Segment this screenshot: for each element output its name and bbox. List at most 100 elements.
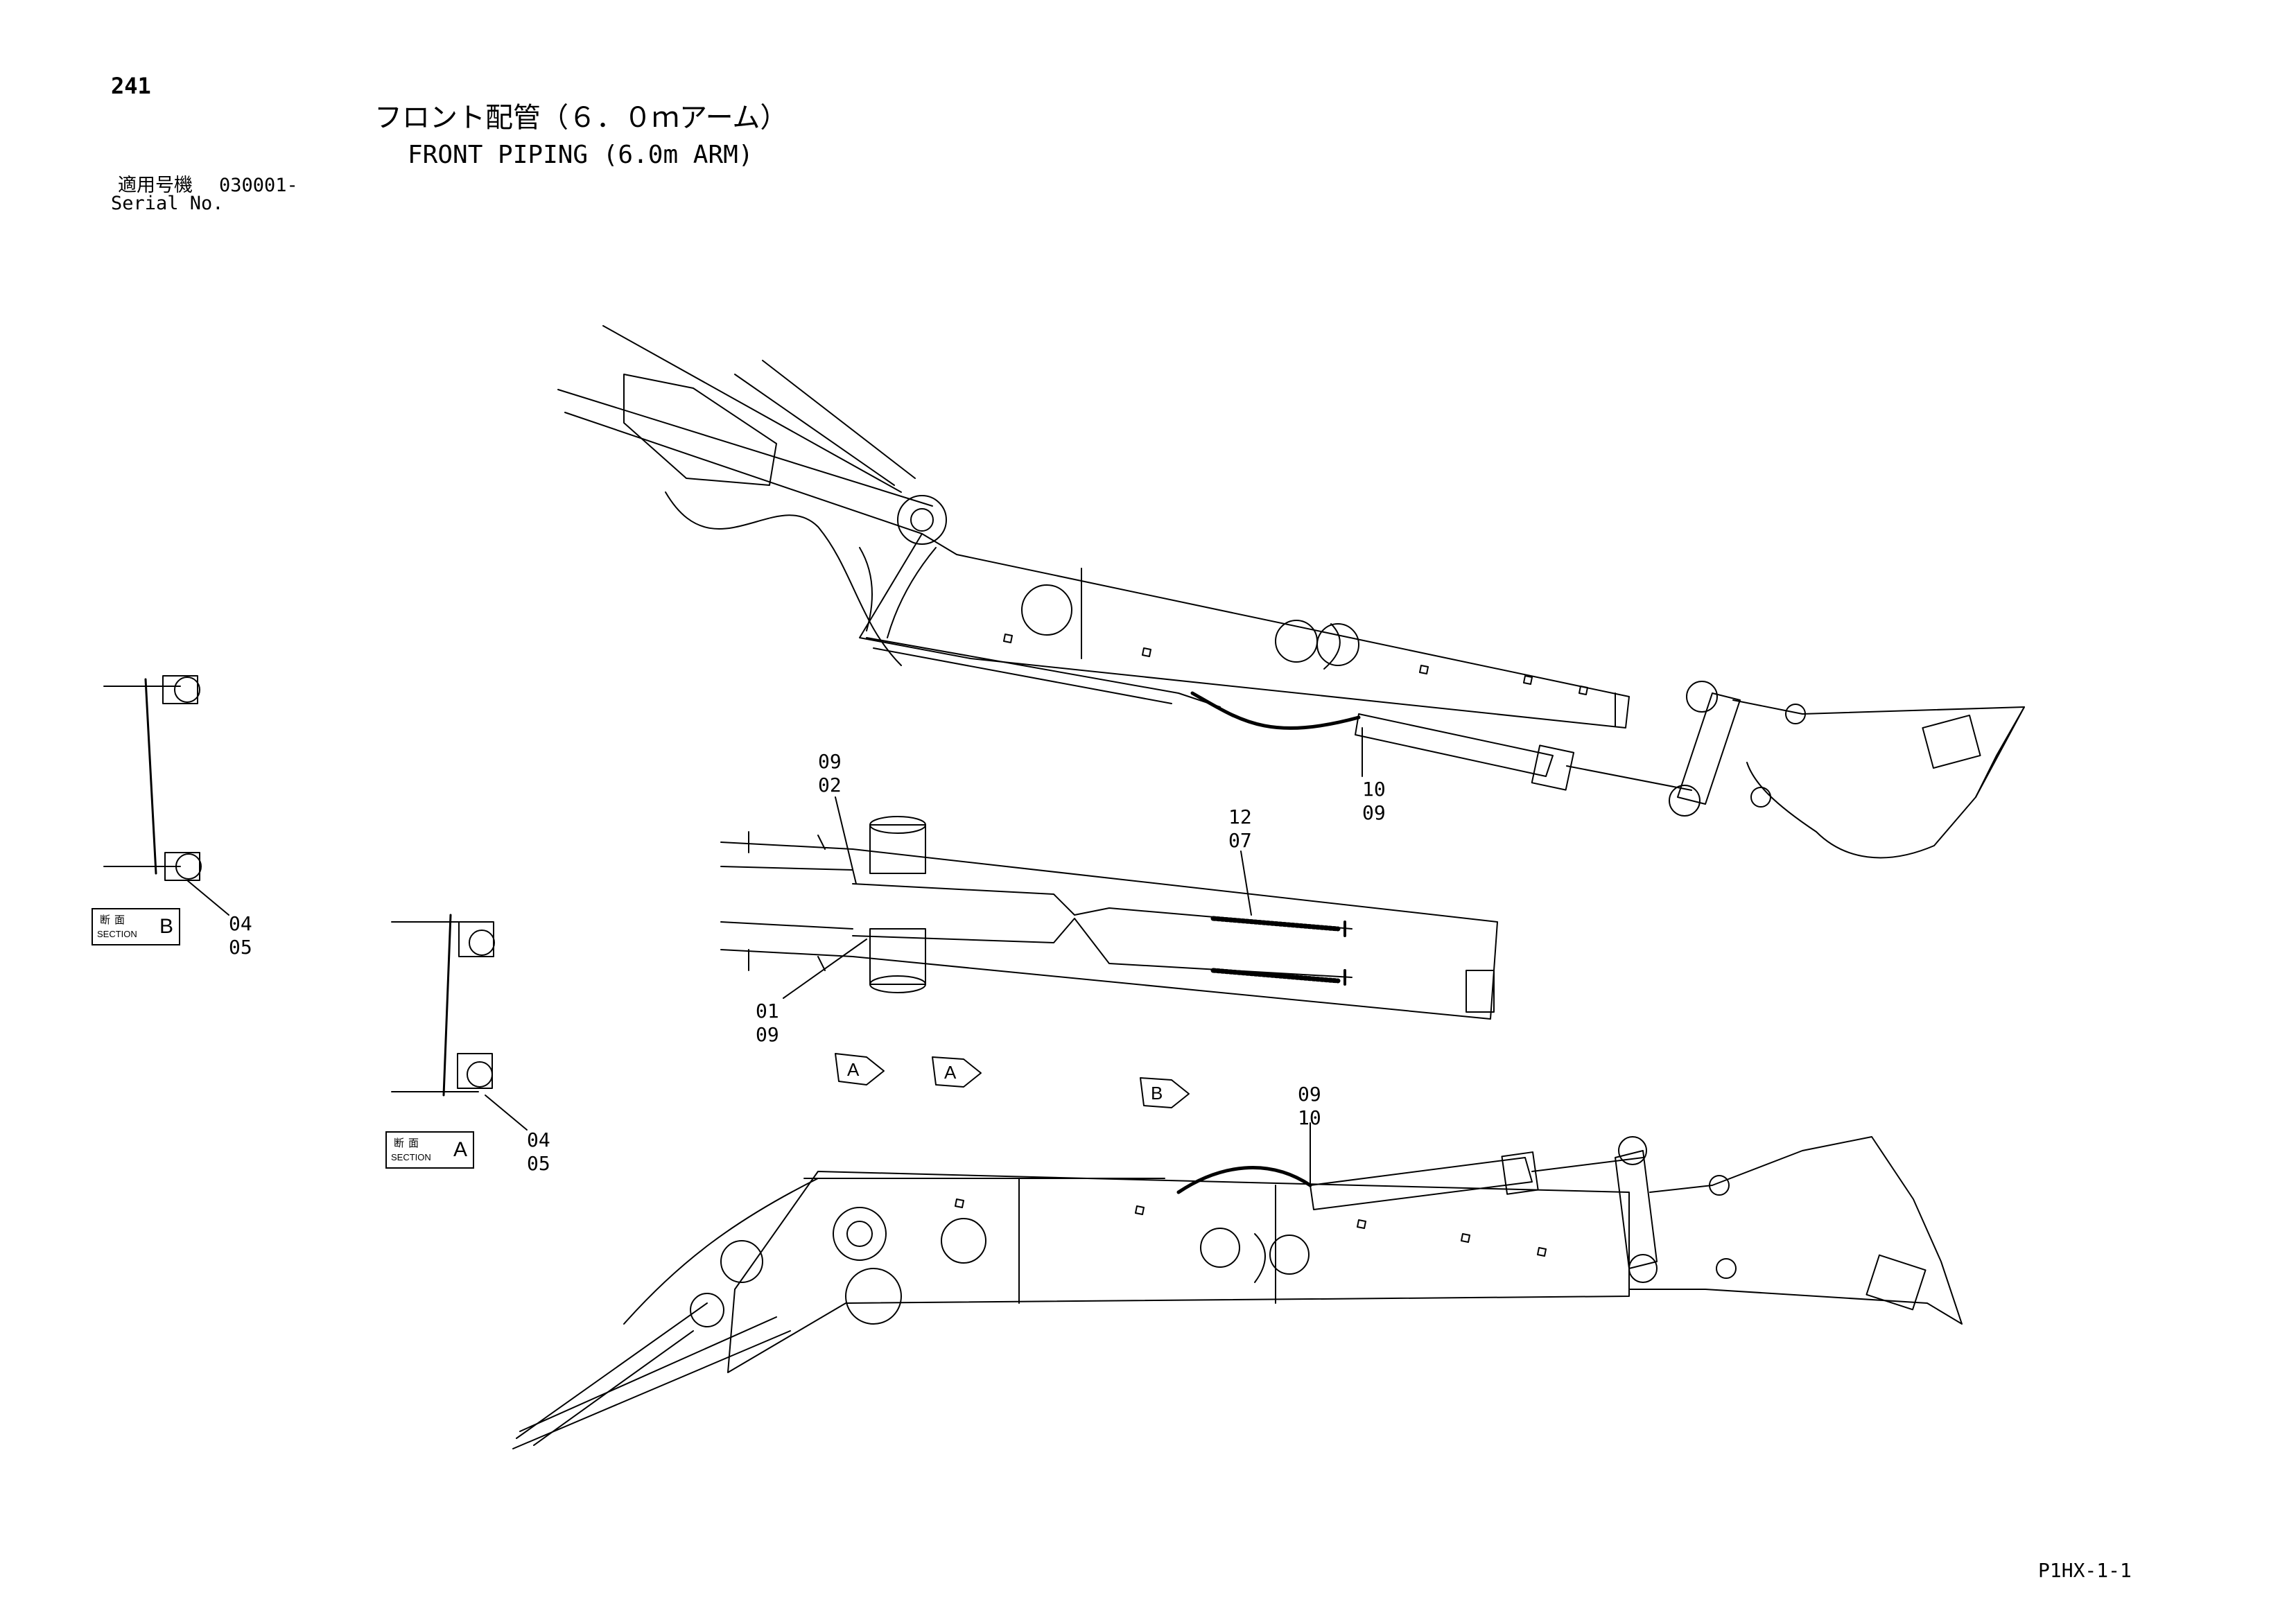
pipe-lower [853, 918, 1352, 977]
hose-flex [1192, 693, 1359, 728]
drawing-code: P1HX-1-1 [2038, 1559, 2132, 1582]
arm-body [860, 534, 1629, 728]
clamp-marks [955, 1199, 1546, 1256]
section-a-bracket-lower [458, 1054, 492, 1088]
bucket-pin [1716, 1259, 1736, 1278]
bucket-cylinder [1355, 714, 1553, 776]
arm-dividers [1081, 568, 1615, 726]
section-a-clamp-upper [469, 930, 494, 955]
section-a-detail [392, 915, 494, 1095]
arm-pivot-pin [911, 509, 933, 531]
view-arrow-a2-label: A [944, 1062, 957, 1083]
view-arrow-a1 [835, 1054, 884, 1085]
link-pin [1687, 681, 1717, 712]
view-arrow-b-label: B [1151, 1083, 1163, 1104]
boom-outline [513, 1317, 790, 1449]
cylinder-rod [1567, 766, 1691, 790]
top-arm-drawing [558, 326, 2024, 857]
bucket-bolt-plate [1922, 715, 1980, 768]
hose-line [867, 638, 1220, 707]
bucket-pin [1786, 704, 1805, 724]
section-b-label: 断面 SECTION B [92, 908, 180, 945]
arm-end-boss [1466, 970, 1494, 1012]
section-a-clamp-lower [467, 1062, 492, 1087]
middle-arm-drawing [721, 817, 1497, 1019]
arm-link-plate [846, 1268, 901, 1324]
callout-10-09: 10 09 [1362, 778, 1386, 824]
bucket-bolt-plate [1866, 1255, 1925, 1310]
arm-pivot-boss [833, 1207, 886, 1260]
section-a-bracket-upper [459, 922, 494, 957]
break-line [1324, 624, 1340, 669]
bucket-pin [1751, 787, 1771, 807]
arm-lightening-hole [1201, 1228, 1240, 1267]
arm-lightening-hole [1022, 585, 1072, 635]
section-a-plate [444, 915, 451, 1095]
hose-flex-upper [1213, 918, 1338, 929]
link-pin [1629, 1255, 1657, 1282]
leader-c6 [485, 1095, 527, 1130]
leader-c3 [1241, 851, 1251, 915]
arm-lightening-hole [1317, 624, 1359, 665]
section-b-bracket-lower [165, 853, 200, 880]
callout-09-02: 09 02 [818, 750, 842, 796]
boom-upper-lines [603, 326, 915, 492]
callout-04-05-section-a: 04 05 [527, 1128, 550, 1175]
hose-curve [624, 1178, 818, 1324]
hose-line [873, 648, 1172, 704]
section-b-clamp-lower [176, 854, 201, 879]
bucket-link [1678, 693, 1740, 804]
section-b-clamp-upper [175, 677, 200, 702]
view-arrows [835, 1054, 1189, 1108]
leader-c4 [783, 939, 867, 998]
arm-plan-inner [721, 866, 853, 929]
cylinder-gland [1532, 745, 1574, 790]
section-b-lines [104, 686, 180, 866]
boom-bracket [624, 374, 776, 485]
link-pin [1619, 1137, 1646, 1165]
view-arrow-a1-label: A [847, 1059, 860, 1080]
arm-lightening-hole [941, 1219, 986, 1263]
serial-label-japanese: 適用号機 [118, 175, 193, 196]
title-english: FRONT PIPING (6.0m ARM) [408, 141, 754, 169]
link-pin [1669, 785, 1700, 816]
callout-04-05-section-b: 04 05 [229, 912, 252, 959]
bucket-outline [1629, 1137, 1962, 1324]
arm-dividers [1019, 1178, 1276, 1303]
section-b-plate [146, 679, 156, 873]
boss-lower-cap [870, 976, 925, 993]
bucket-pin [1710, 1176, 1729, 1195]
boss-lower [870, 929, 925, 984]
boom-outline [558, 390, 932, 534]
view-arrow-a2 [932, 1057, 981, 1087]
leader-lines [187, 728, 1362, 1185]
bucket-cylinder [1310, 1158, 1532, 1210]
pipe-upper [853, 884, 1352, 929]
hose-curve [666, 492, 901, 665]
leader-c5 [187, 880, 229, 915]
boom-foot-plate [690, 1293, 724, 1327]
page-number: 241 [111, 73, 151, 99]
arm-pivot-boss [898, 496, 946, 544]
leader-c2 [835, 797, 856, 884]
hose-flex [1179, 1168, 1310, 1192]
title-japanese: フロント配管（６．０ｍアーム） [374, 102, 788, 134]
arm-plan-outline [721, 842, 1497, 1019]
serial-label-english: Serial No. [111, 193, 224, 214]
boss-upper [870, 825, 925, 873]
arm-body [728, 1171, 1629, 1372]
arm-lightening-hole [721, 1241, 763, 1282]
section-b-bracket-upper [163, 676, 198, 704]
section-b-detail [104, 676, 201, 880]
callout-09-10: 09 10 [1298, 1083, 1321, 1129]
bucket-tooth [1976, 707, 2024, 797]
serial-value: 030001- [219, 175, 298, 196]
callout-01-09: 01 09 [756, 1000, 779, 1046]
hose-curve [860, 548, 936, 638]
section-a-label: 断面 SECTION A [385, 1131, 474, 1169]
boom-hose-lines [516, 1303, 707, 1445]
clamp-marks [1004, 634, 1588, 695]
view-arrow-b [1140, 1078, 1189, 1108]
bucket-link [1615, 1151, 1657, 1268]
